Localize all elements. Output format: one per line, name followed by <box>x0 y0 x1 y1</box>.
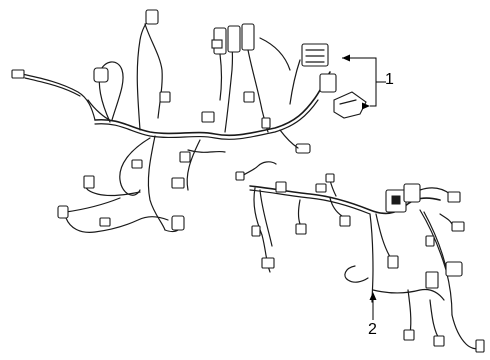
engine-wiring-harness <box>11 9 367 233</box>
callout-2-leader <box>369 292 377 320</box>
callout-1-leader <box>342 54 386 110</box>
callout-label-2: 2 <box>368 321 377 338</box>
body-wiring-harness <box>235 161 485 353</box>
callout-label-1: 1 <box>385 71 394 88</box>
